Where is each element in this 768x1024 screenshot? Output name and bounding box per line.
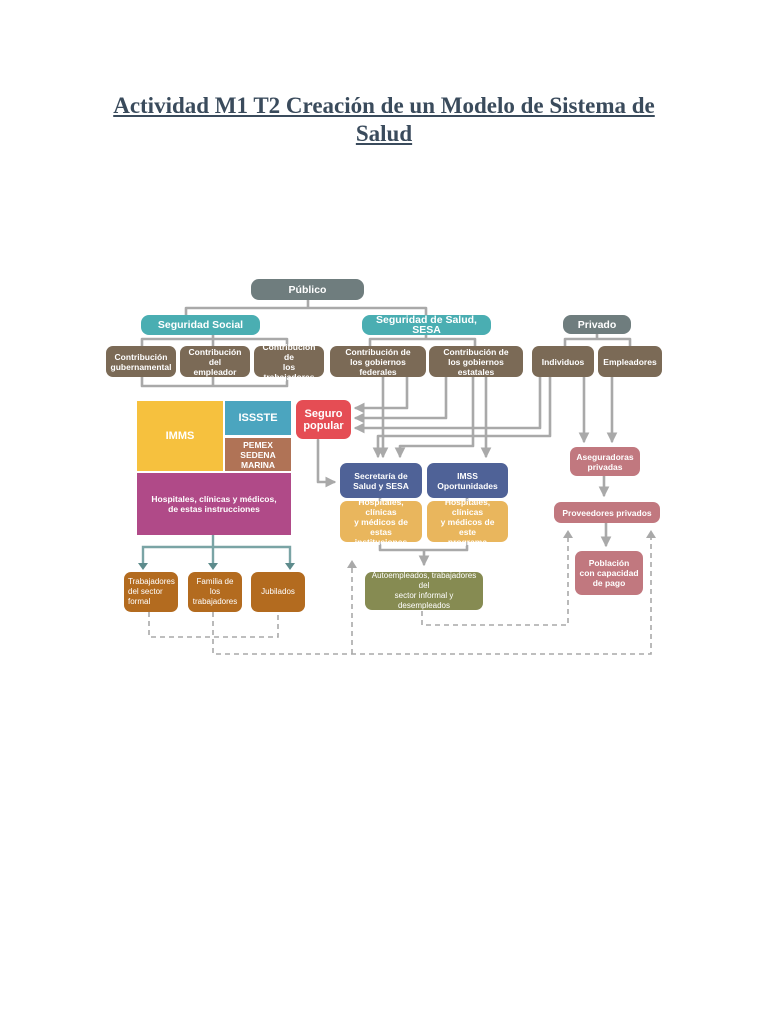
node-imms: IMMS bbox=[137, 401, 223, 471]
node-hospitales-programa: Hospitales, clínicas y médicos de este p… bbox=[427, 497, 508, 547]
dashed-arrowhead-3 bbox=[646, 530, 656, 538]
node-pemex-sedena-marina: PEMEX SEDENA MARINA bbox=[225, 438, 291, 471]
connector-publico bbox=[184, 298, 428, 318]
connector-federales-popular bbox=[353, 375, 409, 414]
node-trabajadores-sector-formal: Trabajadores del sector formal bbox=[124, 572, 178, 612]
connector-privado bbox=[563, 331, 632, 348]
arrowhead-jubilados bbox=[285, 563, 295, 570]
document-title: Actividad M1 T2 Creación de un Modelo de… bbox=[113, 93, 655, 146]
node-hospitales-seguridad-social: Hospitales, clínicas y médicos, de estas… bbox=[137, 473, 291, 535]
node-contribucion-empleador: Contribución del empleador bbox=[180, 346, 250, 377]
node-hospitales-sesa: Hospitales, clínicas y médicos de estas … bbox=[340, 497, 422, 547]
node-secretaria-salud-sesa: Secretaría de Salud y SESA bbox=[340, 463, 422, 498]
node-publico: Público bbox=[251, 279, 364, 300]
dashed-arrowhead-1 bbox=[347, 560, 357, 568]
connector-estatales-secretaria bbox=[394, 375, 475, 459]
node-contribucion-trabajadores: Contribución de los trabajadores bbox=[254, 342, 324, 382]
node-contribucion-estatales: Contribución de los gobiernos estatales bbox=[429, 346, 523, 377]
connector-individuos-popular bbox=[353, 375, 542, 434]
node-aseguradoras-privadas: Aseguradoras privadas bbox=[570, 447, 640, 476]
node-poblacion-capacidad-pago: Población con capacidad de pago bbox=[575, 551, 643, 595]
node-individuos: Individuos bbox=[532, 346, 594, 377]
node-issste: ISSSTE bbox=[225, 401, 291, 435]
node-empleadores: Empleadores bbox=[598, 346, 662, 377]
connector-individuos-secretaria bbox=[372, 375, 552, 459]
connector-seguridad-social bbox=[140, 332, 289, 348]
dashed-familia-privados bbox=[212, 536, 652, 655]
node-seguridad-social: Seguridad Social bbox=[141, 315, 260, 335]
arrowhead-trabajadores bbox=[138, 563, 148, 570]
node-familia-trabajadores: Familia de los trabajadores bbox=[188, 572, 242, 612]
node-jubilados: Jubilados bbox=[251, 572, 305, 612]
node-privado: Privado bbox=[563, 315, 631, 334]
connector-popular-secretaria bbox=[316, 438, 337, 488]
arrowhead-familia bbox=[208, 563, 218, 570]
node-imss-oportunidades: IMSS Oportunidades bbox=[427, 463, 508, 498]
connector-ss-merge bbox=[140, 375, 289, 388]
connector-estatales-popular bbox=[353, 375, 448, 424]
connector-hospitales-autoempleados bbox=[378, 540, 469, 564]
node-autoempleados: Autoempleados, trabajadores del sector i… bbox=[365, 571, 483, 610]
node-seguridad-salud-sesa: Seguridad de Salud, SESA bbox=[362, 315, 491, 335]
dashed-beneficiarios-loop bbox=[148, 612, 279, 638]
node-contribucion-gubernamental: Contribución gubernamental bbox=[106, 346, 176, 377]
node-proveedores-privados: Proveedores privados bbox=[554, 502, 660, 523]
node-contribucion-federales: Contribución de los gobiernos federales bbox=[330, 346, 426, 377]
node-seguro-popular: Seguro popular bbox=[296, 400, 351, 439]
connector-hospitales-beneficiarios bbox=[141, 533, 292, 567]
dashed-arrowhead-2 bbox=[563, 530, 573, 538]
